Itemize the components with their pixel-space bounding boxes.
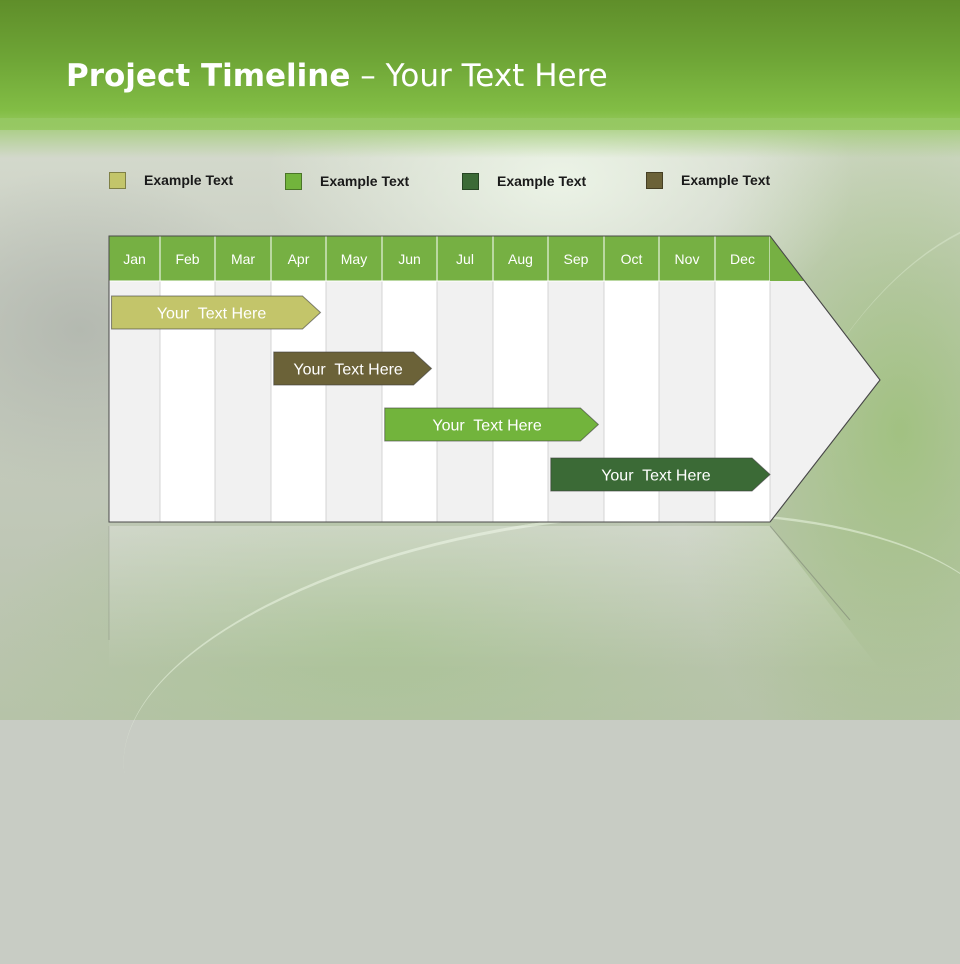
month-column [492, 280, 549, 523]
month-label: Sep [564, 251, 589, 267]
legend-label: Example Text [144, 172, 234, 188]
legend-item: Example Text [646, 170, 770, 190]
month-label: Dec [730, 251, 755, 267]
month-label: Mar [231, 251, 255, 267]
task-label: Your Text Here [293, 362, 403, 379]
task-arrow [384, 407, 600, 442]
legend-label: Example Text [320, 173, 410, 189]
legend-label: Example Text [497, 173, 587, 189]
month-column [436, 280, 494, 523]
month-label: Jun [398, 251, 421, 267]
task-label: Your Text Here [601, 468, 711, 485]
timeline-reflection-shape [109, 526, 880, 670]
timeline-diagram: Jan Feb Mar Apr May Jun Jul Aug Sep Oct Nov Dec You… [108, 235, 881, 670]
month-header-cell [381, 235, 438, 282]
title-separator: – [360, 58, 376, 94]
legend-item: Example Text [109, 170, 233, 190]
month-label: Jul [456, 251, 474, 267]
month-header-cell [658, 235, 716, 282]
month-label: Feb [175, 251, 199, 267]
task-bar: Your Text Here [384, 407, 600, 442]
month-label: May [341, 251, 367, 267]
timeline-outline [108, 235, 881, 523]
legend-swatch [109, 171, 126, 189]
month-label: Apr [288, 251, 310, 267]
month-label: Nov [675, 251, 700, 267]
reflection-edge [769, 525, 851, 621]
title-subtitle: Your Text Here [385, 58, 608, 94]
slide-title: Project Timeline – Your Text Here [66, 58, 608, 94]
timeline-reflection [108, 525, 880, 670]
title-bar [0, 0, 960, 130]
task-label: Your Text Here [432, 418, 542, 435]
task-bar: Your Text Here [111, 295, 322, 330]
task-bar: Your Text Here [550, 457, 771, 492]
month-header: Jan Feb Mar Apr May Jun Jul Aug Sep Oct Nov Dec [108, 235, 881, 523]
month-label: Aug [508, 251, 533, 267]
task-arrow [550, 457, 771, 492]
task-label: Your Text Here [157, 306, 267, 323]
legend-swatch [285, 172, 302, 190]
legend-label: Example Text [681, 172, 771, 188]
month-column [325, 280, 383, 523]
title-bar-fade [0, 118, 960, 158]
task-arrow [273, 351, 433, 386]
task-arrow [111, 295, 322, 330]
legend-item: Example Text [285, 171, 409, 191]
month-label: Oct [621, 251, 643, 267]
task-bar: Your Text Here [273, 351, 433, 386]
legend-item: Example Text [462, 171, 586, 191]
legend-swatch [462, 172, 479, 190]
legend-swatch [646, 171, 663, 189]
month-column [381, 280, 438, 523]
title-bold: Project Timeline [66, 58, 351, 94]
month-label: Jan [123, 251, 146, 267]
month-header-cell [214, 235, 272, 282]
month-header-cell [159, 235, 216, 282]
